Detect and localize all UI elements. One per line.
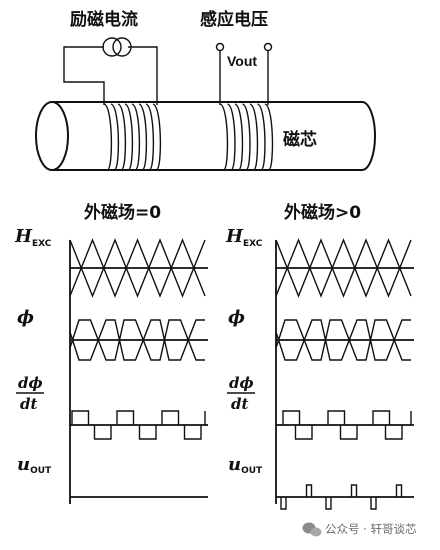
h-exc-waveform (69, 238, 206, 298)
coil-turn (257, 103, 266, 170)
phi-label: ϕ (17, 307, 34, 328)
dphi-pulse (71, 410, 90, 425)
u-out-pulse (350, 484, 358, 497)
dphi-pulse (327, 410, 346, 425)
coil-turn (219, 103, 229, 170)
row-labels-right: HEXC ϕ dϕ dt uOUT (225, 226, 263, 476)
coil-turn (145, 103, 155, 170)
terminal-right-icon (263, 42, 273, 52)
coil-turn (152, 103, 162, 170)
u-out-pulse (325, 497, 332, 510)
coil-turn (227, 103, 236, 170)
coil-turn (131, 103, 141, 170)
dphi-denominator-label: dt (231, 395, 248, 413)
induced-voltage-label: 感应电压 (200, 9, 268, 30)
dphi-pulse (183, 425, 202, 440)
dphi-pulse (294, 425, 313, 440)
core-label: 磁芯 (283, 129, 317, 150)
excitation-current-label: 励磁电流 (70, 9, 138, 30)
u-out-label: uOUT (17, 454, 52, 476)
pickup-coil (219, 103, 274, 170)
dphi-pulse (138, 425, 157, 440)
dphi-numerator-label: dϕ (18, 374, 43, 392)
u-out-pulse (305, 484, 313, 497)
column-heading-positive-field: 外磁场>0 (284, 202, 361, 223)
phi-label: ϕ (228, 307, 245, 328)
u-out-label: uOUT (228, 454, 263, 476)
coil-turn (264, 103, 274, 170)
coil-turn (249, 103, 259, 170)
coil-turn (138, 103, 148, 170)
h-exc-label: HEXC (225, 226, 263, 249)
dphi-pulse (339, 425, 358, 440)
coil-turn (124, 103, 134, 170)
coil-turn (234, 103, 244, 170)
current-source-icon (102, 37, 132, 57)
waveforms-positive-field (275, 238, 414, 510)
u-out-pulse (280, 497, 287, 510)
h-exc-label: HEXC (14, 226, 52, 249)
row-labels-left: HEXC ϕ dϕ dt uOUT (14, 226, 52, 476)
dphi-pulse (282, 410, 301, 425)
h-exc-waveform (275, 238, 412, 298)
column-heading-zero-field: 外磁场=0 (84, 202, 161, 223)
excitation-lead-right (128, 46, 158, 105)
phi-waveform (69, 319, 205, 361)
core-cylinder (52, 101, 376, 171)
phi-waveform (275, 319, 411, 361)
coil-turn (117, 103, 127, 170)
dphi-pulse (93, 425, 112, 440)
watermark: 公众号 · 轩哥谈芯 (302, 522, 416, 537)
dphi-denominator-label: dt (20, 395, 37, 413)
dphi-numerator-label: dϕ (229, 374, 254, 392)
excitation-coil (103, 103, 162, 170)
u-out-pulse (395, 484, 403, 497)
coil-turn (110, 103, 120, 170)
terminal-left-icon (215, 42, 225, 52)
watermark-text: 公众号 · 轩哥谈芯 (325, 522, 416, 536)
dphi-pulse (161, 410, 180, 425)
coil-turn (242, 103, 251, 170)
u-out-pulse (370, 497, 377, 510)
excitation-lead-left (63, 46, 105, 105)
h-exc-waveform (275, 238, 412, 298)
phi-waveform (275, 319, 411, 361)
dphi-pulse (384, 425, 403, 440)
waveforms-zero-field (69, 238, 208, 504)
vout-label: Vout (227, 53, 257, 69)
dphi-pulse (372, 410, 391, 425)
wechat-icon (302, 522, 322, 537)
core-end-face (35, 101, 69, 171)
phi-waveform (69, 319, 205, 361)
h-exc-waveform (69, 238, 206, 298)
coil-turn (103, 103, 113, 170)
dphi-pulse (116, 410, 135, 425)
core-assembly: 磁芯 励磁电流 Vout 感应电压 (35, 9, 376, 171)
